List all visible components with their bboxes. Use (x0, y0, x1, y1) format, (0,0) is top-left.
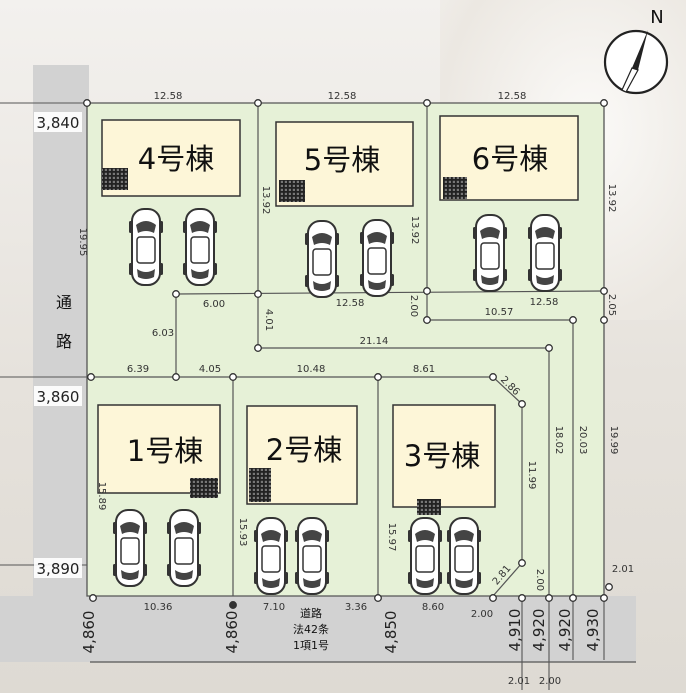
road-width-6: 4,850 (382, 611, 400, 654)
house-1-label: 1号棟 (127, 434, 203, 468)
dim-2.00-bottom2: 2.00 (539, 676, 561, 687)
dim-lot5-left: 13.92 (260, 186, 271, 215)
dim-10.57: 10.57 (485, 307, 514, 318)
dim-top-3: 12.58 (498, 91, 527, 102)
house-3-footprint (392, 404, 496, 508)
dim-18.02: 18.02 (553, 426, 564, 455)
road-bottom-line2: 法42条 (293, 622, 329, 636)
dim-8.61: 8.61 (413, 364, 435, 375)
dim-10.36: 10.36 (144, 602, 173, 613)
dim-11.99: 11.99 (526, 461, 537, 490)
dim-8.60: 8.60 (422, 602, 444, 613)
dim-2.00: 2.00 (408, 295, 419, 317)
left-road (33, 65, 89, 600)
dim-10.48: 10.48 (297, 364, 326, 375)
dim-6.39: 6.39 (127, 364, 149, 375)
dim-2.00-vertical: 2.00 (534, 569, 545, 591)
road-width-3: 3,890 (37, 560, 80, 578)
compass-north-label: N (650, 7, 663, 28)
dim-4.05: 4.05 (199, 364, 221, 375)
road-bottom-line3: 1項1号 (293, 639, 329, 652)
dim-15.93: 15.93 (237, 518, 248, 547)
dim-15.97: 15.97 (386, 523, 397, 552)
road-width-1: 3,840 (37, 114, 80, 132)
dim-21.14: 21.14 (360, 336, 389, 347)
bottom-road (0, 596, 636, 662)
dim-4.01: 4.01 (263, 309, 274, 331)
dim-2.00-bottom: 2.00 (471, 609, 493, 620)
dim-6.00: 6.00 (203, 299, 225, 310)
houses (97, 115, 579, 515)
road-left-char2: 路 (56, 332, 72, 351)
dim-6.03: 6.03 (152, 328, 174, 339)
road-width-4: 4,860 (80, 611, 98, 654)
road-width-2: 3,860 (37, 388, 80, 406)
lot-dimensions: 12.58 12.58 12.58 19.95 13.92 13.92 13.9… (77, 91, 634, 687)
road-width-5: 4,860 (223, 611, 241, 654)
road-bottom-line1: 道路 (300, 606, 322, 620)
lot-lines (87, 103, 605, 597)
road-width-8: 4,920 (530, 609, 548, 652)
road-left-char1: 通 (56, 293, 72, 312)
dim-right-12.58: 12.58 (530, 297, 559, 308)
house-6-label: 6号棟 (472, 142, 548, 176)
dim-2.01-corner: 2.01 (612, 564, 634, 575)
dim-left-top: 19.95 (77, 228, 88, 257)
house-2-label: 2号棟 (266, 433, 342, 467)
dim-mid-12.58: 12.58 (336, 298, 365, 309)
road-width-10: 4,930 (584, 609, 602, 652)
house-5-label: 5号棟 (304, 143, 380, 177)
house-4-label: 4号棟 (138, 142, 214, 176)
house-3-label: 3号棟 (404, 439, 480, 473)
dim-2.01-bottom: 2.01 (508, 676, 530, 687)
dim-7.10: 7.10 (263, 602, 285, 613)
dim-20.03: 20.03 (577, 426, 588, 455)
dim-top-2: 12.58 (328, 91, 357, 102)
dim-lot5-right: 13.92 (409, 216, 420, 245)
dim-lot6-right: 13.92 (606, 184, 617, 213)
dim-2.05: 2.05 (606, 294, 617, 316)
lot-vertices (83, 99, 613, 609)
dim-3.36: 3.36 (345, 602, 367, 613)
road-width-7: 4,910 (506, 609, 524, 652)
dim-19.99: 19.99 (608, 426, 619, 455)
dim-top-1: 12.58 (154, 91, 183, 102)
road-widths: 3,840 3,860 3,890 4,860 4,860 4,850 4,91… (34, 112, 602, 653)
north-compass: N (603, 7, 669, 95)
road-width-9: 4,920 (556, 609, 574, 652)
dim-15.89: 15.89 (96, 482, 107, 511)
